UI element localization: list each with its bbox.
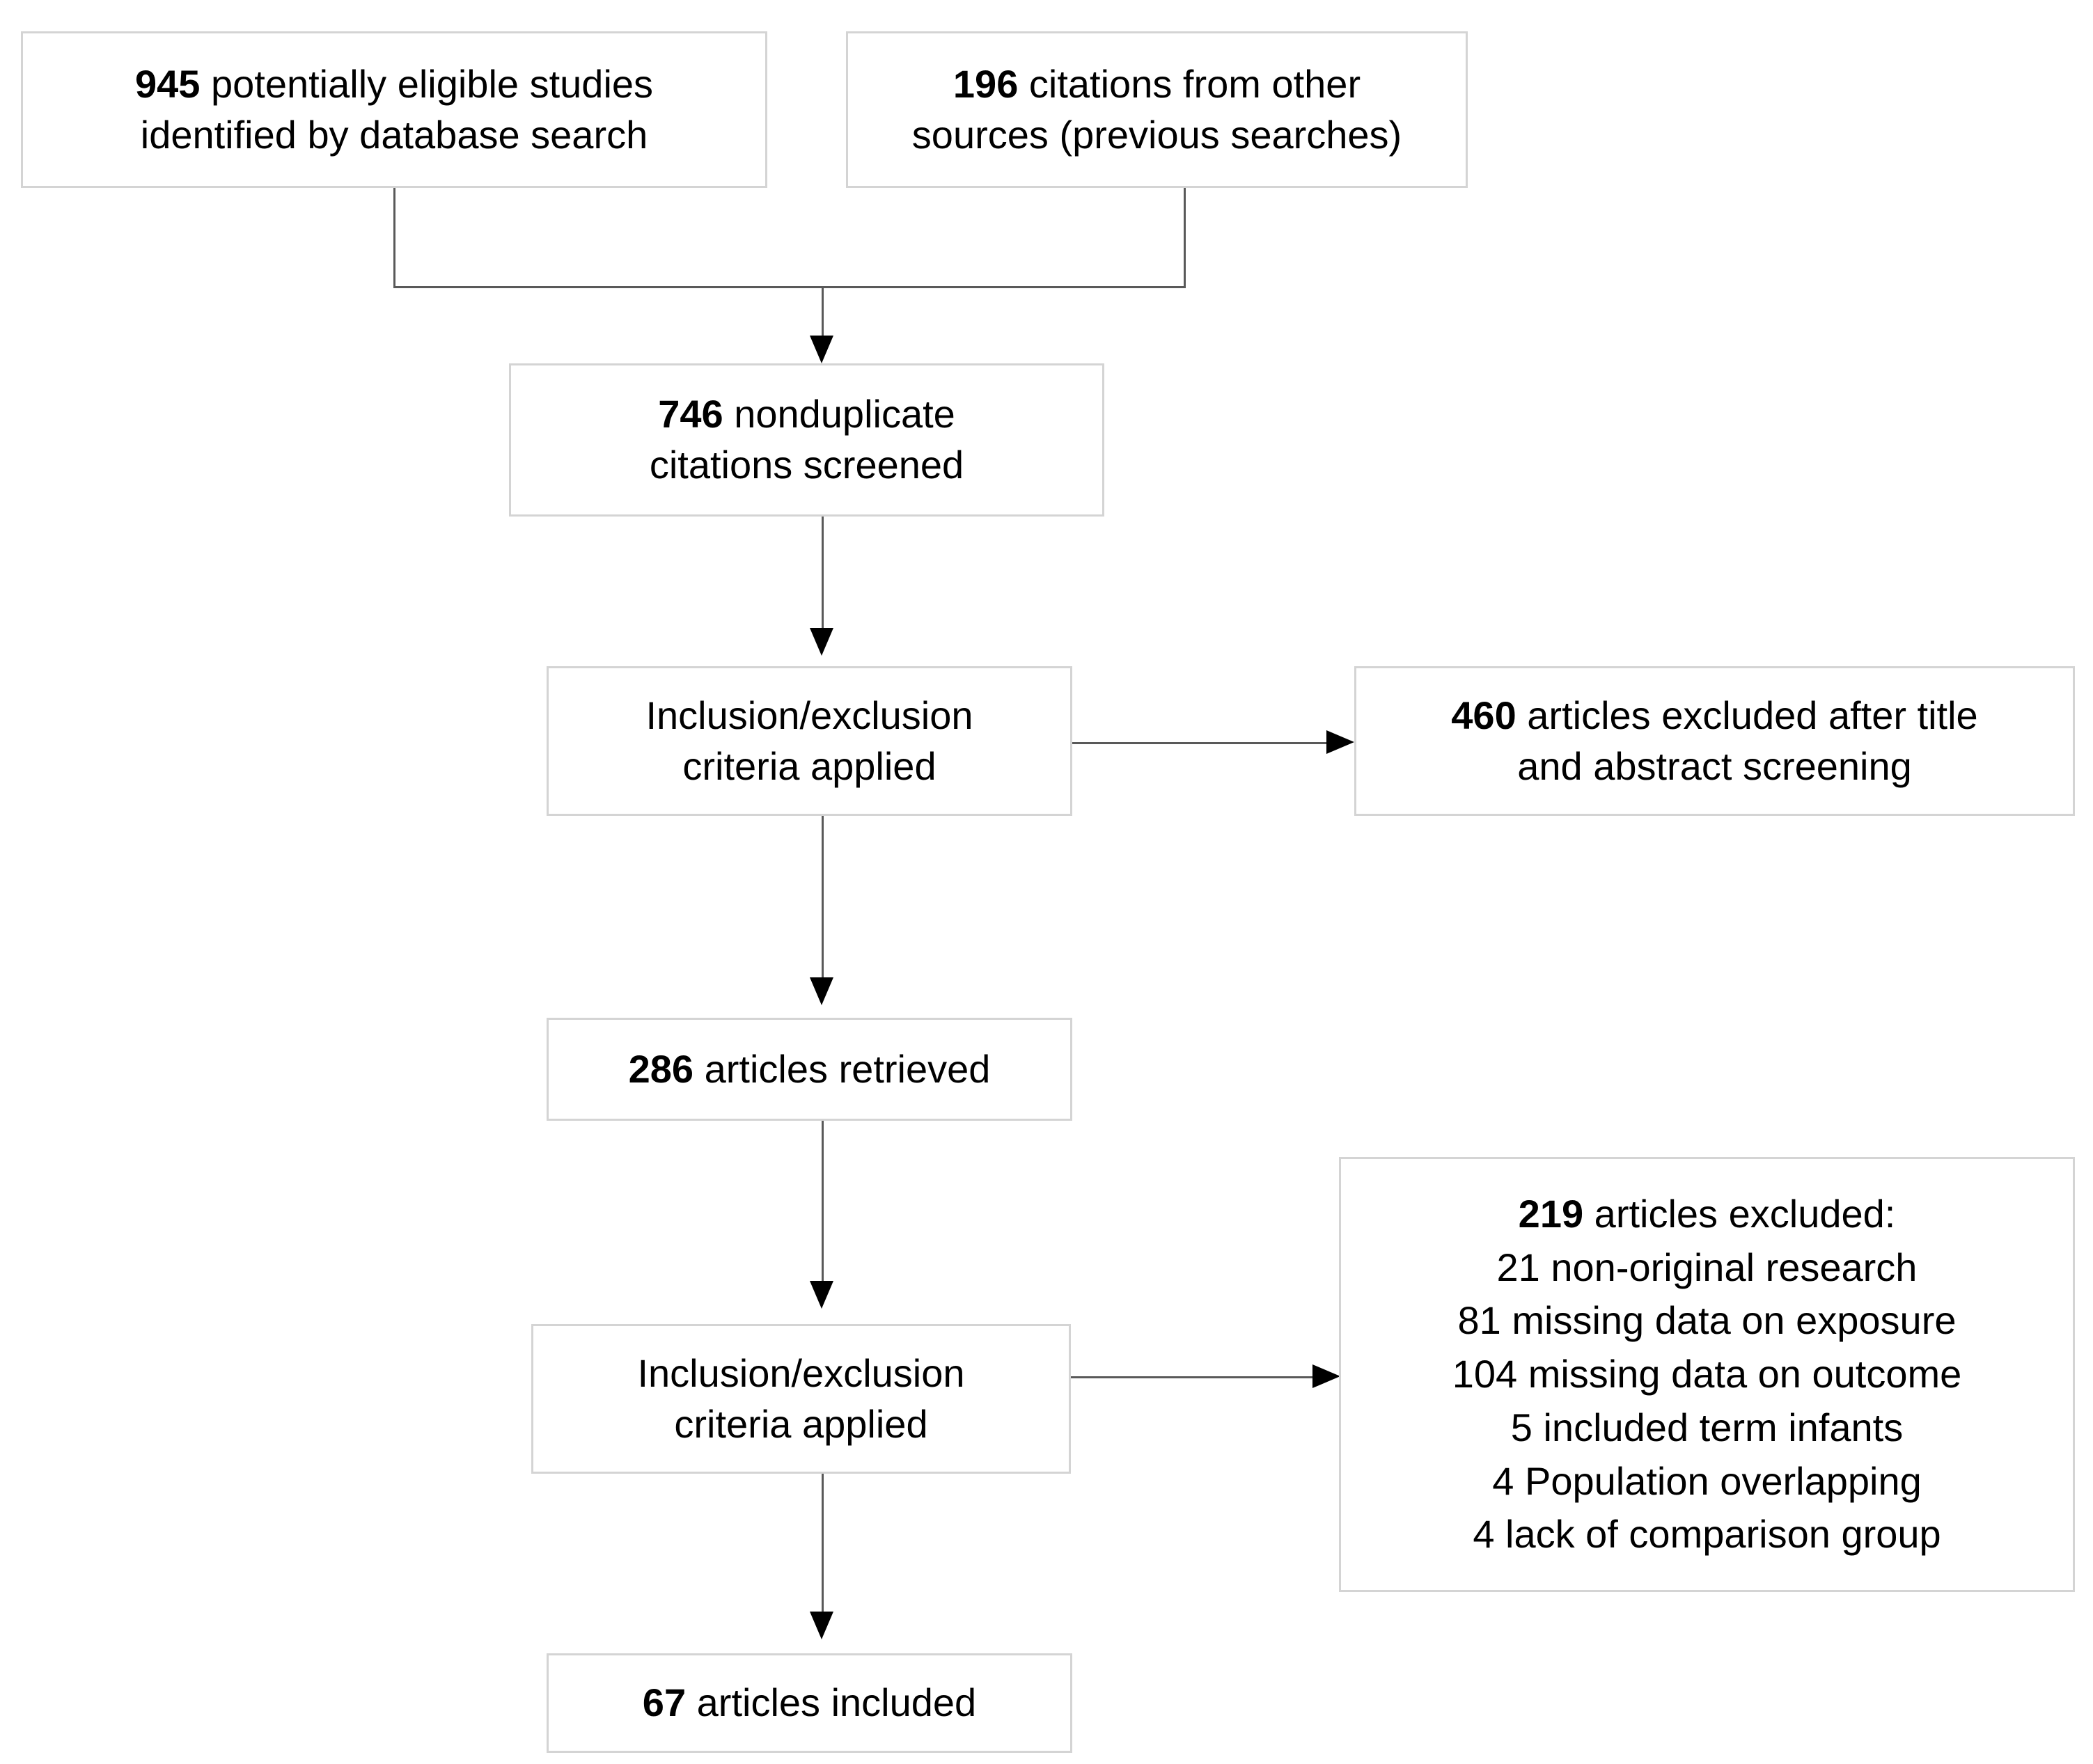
box-excluded-219: 219 articles excluded: 21 non-original r… bbox=[1339, 1157, 2075, 1592]
connector-criteria1-to-retrieved286 bbox=[822, 816, 824, 977]
connector-eligible-studies-stem bbox=[393, 188, 395, 288]
arrow-down-icon-to-criteria2 bbox=[810, 1281, 833, 1309]
box-excluded-460-line1-text: articles excluded after title bbox=[1516, 693, 1978, 737]
box-nonduplicate-citations: 746 nonduplicate citations screened bbox=[509, 363, 1104, 517]
box-eligible-studies: 945 potentially eligible studies identif… bbox=[21, 31, 767, 188]
arrow-down-icon-to-criteria1 bbox=[810, 628, 833, 656]
arrow-right-icon-to-excluded219 bbox=[1312, 1364, 1340, 1388]
box-eligible-studies-line2: identified by database search bbox=[140, 112, 648, 157]
count-460: 460 bbox=[1451, 693, 1516, 737]
connector-retrieved286-to-criteria2 bbox=[822, 1121, 824, 1281]
box-excluded-460: 460 articles excluded after title and ab… bbox=[1354, 666, 2075, 816]
arrow-down-icon-to-included67 bbox=[810, 1612, 833, 1639]
exclusion-reason-item: 4 Population overlapping bbox=[1492, 1458, 1922, 1503]
box-nonduplicate-line1: 746 nonduplicate bbox=[658, 389, 955, 440]
box-other-sources-line1: 196 citations from other bbox=[953, 59, 1361, 110]
count-286: 286 bbox=[628, 1046, 694, 1091]
arrow-right-icon-to-excluded460 bbox=[1326, 730, 1354, 754]
connector-top-merge-horizontal bbox=[393, 286, 1186, 288]
box-articles-retrieved: 286 articles retrieved bbox=[547, 1018, 1072, 1121]
box-excluded-219-header: 219 articles excluded: bbox=[1519, 1189, 1896, 1240]
box-criteria-2-line2: criteria applied bbox=[674, 1401, 928, 1446]
exclusion-reason-item: 104 missing data on outcome bbox=[1452, 1352, 1962, 1396]
box-criteria-1-line1: Inclusion/exclusion bbox=[645, 693, 973, 737]
box-criteria-1-line2: criteria applied bbox=[682, 743, 936, 788]
arrow-down-icon-to-nonduplicate bbox=[810, 336, 833, 363]
arrow-down-icon-to-retrieved286 bbox=[810, 977, 833, 1005]
exclusion-reason-item: 21 non-original research bbox=[1496, 1245, 1918, 1289]
box-eligible-studies-line1-text: potentially eligible studies bbox=[200, 61, 654, 106]
box-retrieved-286-line1-text: articles retrieved bbox=[693, 1046, 991, 1091]
connector-criteria2-to-included67 bbox=[822, 1474, 824, 1612]
box-eligible-studies-line1: 945 potentially eligible studies bbox=[135, 59, 653, 110]
box-other-sources-line1-text: citations from other bbox=[1018, 61, 1361, 106]
box-criteria-applied-2: Inclusion/exclusion criteria applied bbox=[531, 1324, 1071, 1474]
exclusion-reason-item: 5 included term infants bbox=[1510, 1405, 1904, 1449]
box-excluded-219-header-text: articles excluded: bbox=[1583, 1191, 1896, 1236]
count-219: 219 bbox=[1518, 1191, 1584, 1236]
box-retrieved-286-line1: 286 articles retrieved bbox=[629, 1044, 991, 1095]
connector-nonduplicate-to-criteria1 bbox=[822, 517, 824, 628]
box-included-67-line1-text: articles included bbox=[686, 1680, 977, 1725]
box-included-67-line1: 67 articles included bbox=[643, 1678, 976, 1728]
count-67: 67 bbox=[642, 1680, 687, 1725]
box-articles-included: 67 articles included bbox=[547, 1653, 1072, 1753]
connector-other-sources-stem bbox=[1184, 188, 1186, 288]
count-746: 746 bbox=[658, 392, 723, 436]
count-196: 196 bbox=[953, 61, 1019, 106]
box-excluded-460-line1: 460 articles excluded after title bbox=[1451, 691, 1977, 741]
box-other-sources: 196 citations from other sources (previo… bbox=[846, 31, 1468, 188]
connector-criteria1-to-excluded460 bbox=[1072, 742, 1342, 744]
box-criteria-2-line1: Inclusion/exclusion bbox=[637, 1350, 965, 1395]
box-criteria-applied-1: Inclusion/exclusion criteria applied bbox=[547, 666, 1072, 816]
exclusion-reason-item: 81 missing data on exposure bbox=[1457, 1298, 1957, 1343]
connector-criteria2-to-excluded219 bbox=[1071, 1376, 1328, 1378]
box-nonduplicate-line2: citations screened bbox=[649, 443, 964, 487]
box-nonduplicate-line1-text: nonduplicate bbox=[723, 392, 955, 436]
count-945: 945 bbox=[134, 61, 201, 106]
box-excluded-460-line2: and abstract screening bbox=[1517, 743, 1912, 788]
exclusion-reason-item: 4 lack of comparison group bbox=[1473, 1512, 1941, 1557]
connector-top-merge-down bbox=[822, 286, 824, 345]
box-other-sources-line2: sources (previous searches) bbox=[911, 112, 1402, 157]
